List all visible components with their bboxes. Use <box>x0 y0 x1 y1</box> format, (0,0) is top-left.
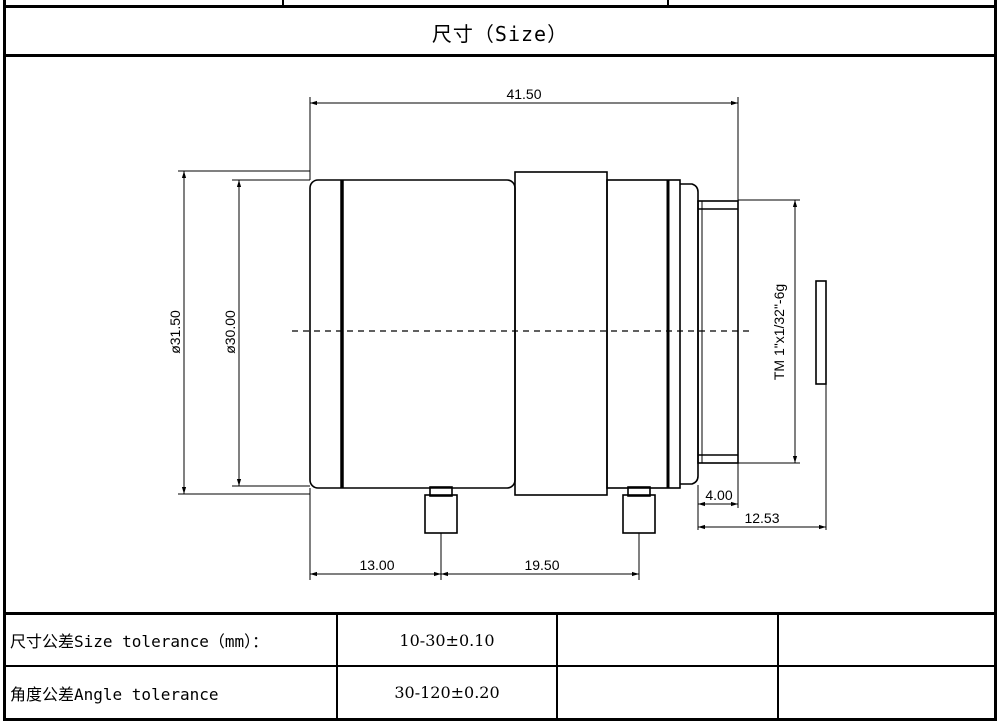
top-strip-line <box>3 5 997 8</box>
table-mid-line <box>3 665 997 667</box>
dim-outer-diameter: ø31.50 <box>167 310 183 354</box>
tolerance-row-1-value: 10-30±0.10 <box>399 630 495 650</box>
title-bottom-line <box>3 54 997 57</box>
dim-flange-depth: 4.00 <box>705 487 732 503</box>
top-strip-divider-2 <box>667 0 669 7</box>
lens-body <box>309 171 827 534</box>
top-strip-divider-1 <box>282 0 284 7</box>
mount-thread-body <box>697 200 739 464</box>
table-col-divider-3 <box>777 614 779 719</box>
dim-screw1-pos: 13.00 <box>359 557 394 573</box>
tolerance-row-1-label: 尺寸公差Size tolerance（mm）： <box>10 632 269 651</box>
dim-inner-diameter: ø30.00 <box>222 310 238 354</box>
side-gauge-bar <box>815 280 827 385</box>
lens-dimension-drawing: 41.50 ø31.50 ø30.00 TM 1"x1/32"-6g 4.00 … <box>167 86 827 580</box>
screw-1 <box>424 494 458 534</box>
table-top-line <box>3 612 997 615</box>
page-frame <box>3 0 997 721</box>
lens-middle-ring <box>514 171 608 496</box>
lens-rear-barrel <box>606 179 681 489</box>
table-col-divider-2 <box>556 614 558 719</box>
dim-screw2-pos: 19.50 <box>524 557 559 573</box>
tolerance-row-2-value: 30-120±0.20 <box>394 683 500 702</box>
section-title: 尺寸（Size） <box>431 21 569 46</box>
lens-rear-shoulder <box>680 183 699 485</box>
table-bottom-line <box>3 718 997 721</box>
tolerance-row-2-label: 角度公差Angle tolerance <box>10 684 219 704</box>
dim-overall-length: 41.50 <box>506 86 541 102</box>
dim-back-focal: 12.53 <box>744 510 779 526</box>
screw-2 <box>622 494 656 534</box>
table-col-divider-1 <box>336 614 338 719</box>
dim-mount-thread: TM 1"x1/32"-6g <box>771 284 787 380</box>
